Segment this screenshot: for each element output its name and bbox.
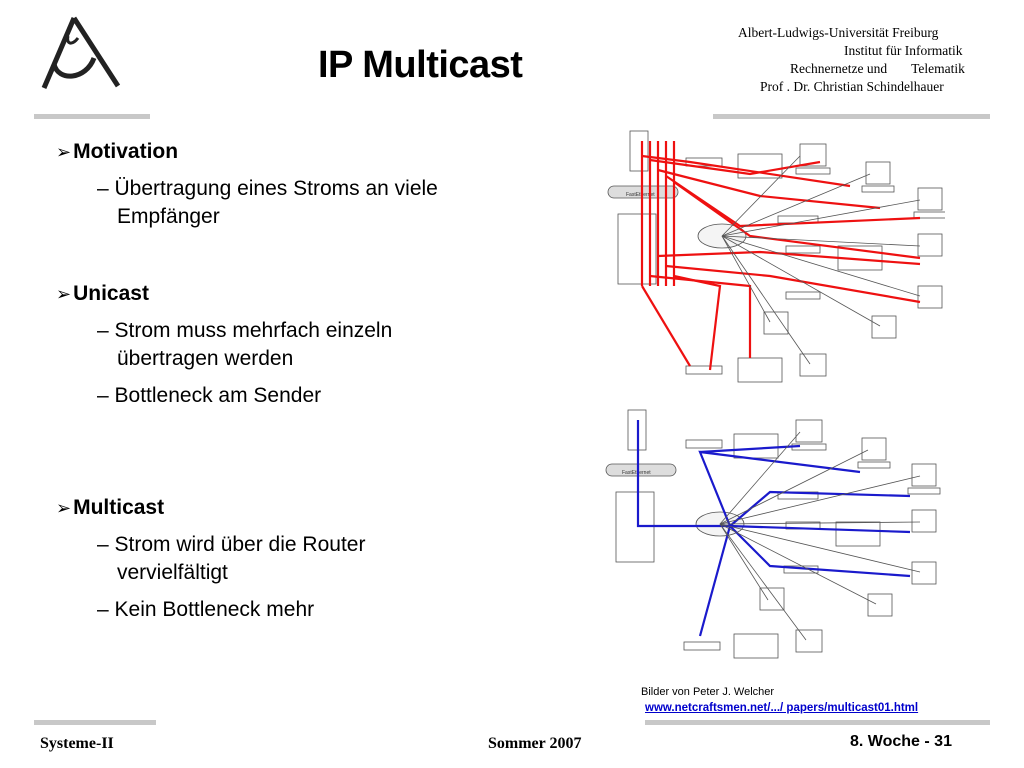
institution-block: Albert-Ludwigs-Universität Freiburg Inst… (700, 24, 990, 96)
sub-bullet-line: – Strom wird über die Router (97, 533, 366, 556)
diagram-label: FastEthernet (626, 192, 655, 198)
header-rule-right (713, 114, 990, 119)
bullet-heading: Motivation (73, 140, 179, 163)
diagram-label: FastEthernet (622, 470, 651, 476)
sub-bullet: – Kein Bottleneck mehr (97, 596, 314, 624)
figure-source-link[interactable]: www.netcraftsmen.net/.../ papers/multica… (645, 702, 919, 714)
institution-line-1: Albert-Ludwigs-Universität Freiburg (738, 25, 939, 40)
sub-bullet-line: – Übertragung eines Stroms an viele (97, 177, 438, 200)
multicast-diagram: FastEthernet (605, 409, 941, 659)
footer-course: Systeme-II (40, 735, 114, 752)
institution-line-3: Rechnernetze und Telematik (790, 60, 990, 78)
sub-bullet-line: – Strom muss mehrfach einzeln (97, 319, 393, 342)
institution-line-3b: Telematik (911, 61, 965, 76)
institution-line-3a: Rechnernetze und (790, 61, 888, 76)
figure-credit: Bilder von Peter J. Welcher (641, 686, 775, 698)
arrow-bullet-icon: ➢ (56, 284, 72, 304)
footer-rule-left (34, 720, 156, 725)
institution-line-2: Institut für Informatik (844, 43, 963, 58)
bullet-multicast: ➢Multicast (56, 496, 164, 520)
university-logo (41, 16, 121, 89)
footer-page-number: 8. Woche - 31 (850, 733, 952, 750)
sub-bullet-line: – Bottleneck am Sender (97, 384, 322, 407)
slide-title: IP Multicast (318, 44, 523, 86)
unicast-diagram: FastEthernet (607, 130, 945, 383)
sub-bullet: – Bottleneck am Sender (97, 382, 321, 410)
sub-bullet-line: übertragen werden (117, 347, 294, 370)
footer-semester: Sommer 2007 (488, 735, 582, 752)
sub-bullet: – Strom wird über die Router vervielfält… (97, 531, 365, 587)
bullet-unicast: ➢Unicast (56, 282, 149, 306)
sub-bullet-line: vervielfältigt (117, 561, 228, 584)
bullet-heading: Unicast (73, 282, 149, 305)
sub-bullet-line: Empfänger (117, 205, 220, 228)
institution-line-4: Prof . Dr. Christian Schindelhauer (760, 79, 944, 94)
footer-rule-right (645, 720, 990, 725)
arrow-bullet-icon: ➢ (56, 498, 72, 518)
header-rule-left (34, 114, 150, 119)
sub-bullet: – Übertragung eines Stroms an viele Empf… (97, 175, 438, 231)
bullet-heading: Multicast (73, 496, 165, 519)
sub-bullet-line: – Kein Bottleneck mehr (97, 598, 315, 621)
bullet-motivation: ➢Motivation (56, 140, 178, 164)
sub-bullet: – Strom muss mehrfach einzeln übertragen… (97, 317, 392, 373)
arrow-bullet-icon: ➢ (56, 142, 72, 162)
